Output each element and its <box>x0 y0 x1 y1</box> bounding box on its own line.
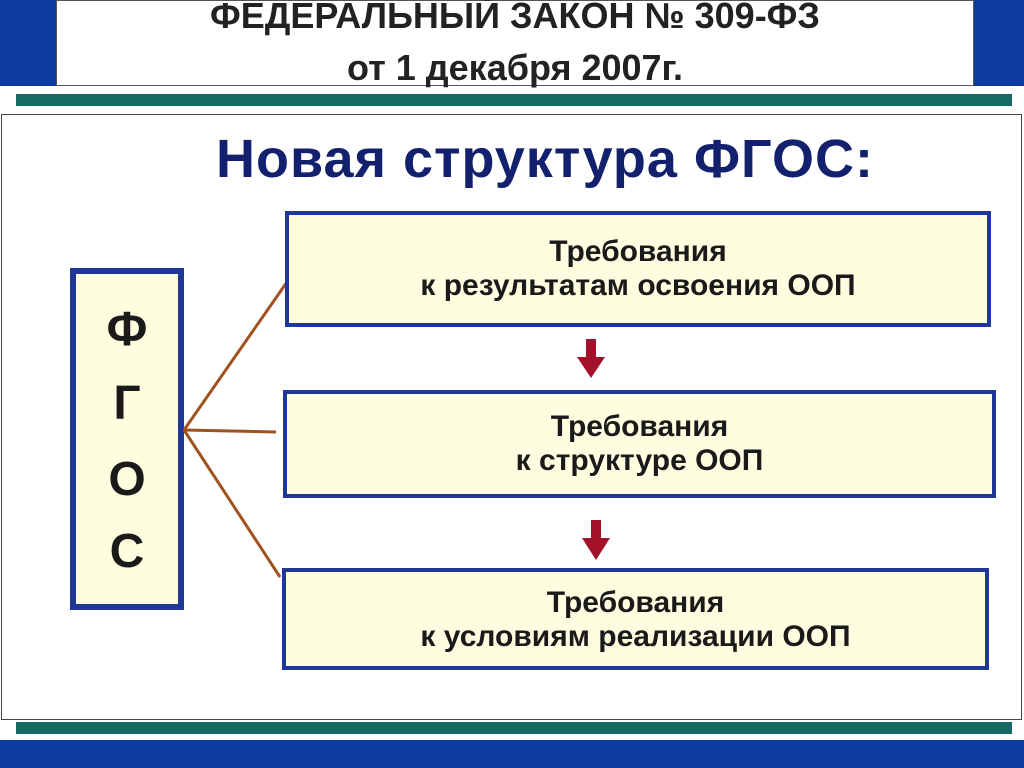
connector-line-middle <box>183 428 277 434</box>
requirement-detail: к результатам освоения ООП <box>420 269 856 302</box>
header-law-date: от 1 декабря 2007г. <box>347 47 683 88</box>
fgos-vertical-box: Ф Г О С <box>70 268 184 610</box>
bottom-blue-band <box>0 740 1024 768</box>
requirement-heading: Требования <box>546 586 725 619</box>
fgos-letter-4: С <box>109 525 145 578</box>
content-frame <box>1 114 1022 720</box>
right-blue-band <box>968 0 1024 86</box>
top-divider-bar <box>16 94 1012 106</box>
header-law-title: ФЕДЕРАЛЬНЫЙ ЗАКОН № 309-ФЗ <box>210 0 820 36</box>
left-blue-band <box>0 0 56 86</box>
fgos-letter-1: Ф <box>106 303 148 356</box>
bottom-divider-bar <box>16 722 1012 734</box>
requirement-box-structure: Требования к структуре ООП <box>283 390 996 498</box>
connector-line-bottom <box>182 429 282 578</box>
down-arrow-icon-1 <box>577 339 605 378</box>
requirement-heading: Требования <box>549 235 727 268</box>
connector-line-top <box>182 281 289 431</box>
fgos-letter-3: О <box>108 453 146 506</box>
requirement-box-results: Требования к результатам освоения ООП <box>285 211 991 327</box>
fgos-letter-2: Г <box>113 377 141 430</box>
requirement-detail: к условиям реализации ООП <box>420 620 851 653</box>
requirement-box-conditions: Требования к условиям реализации ООП <box>282 568 989 670</box>
slide-title: Новая структура ФГОС: <box>216 129 874 189</box>
down-arrow-icon-2 <box>582 520 610 560</box>
requirement-heading: Требования <box>550 410 729 443</box>
requirement-detail: к структуре ООП <box>515 444 764 477</box>
header-box: ФЕДЕРАЛЬНЫЙ ЗАКОН № 309-ФЗ от 1 декабря … <box>56 0 974 88</box>
